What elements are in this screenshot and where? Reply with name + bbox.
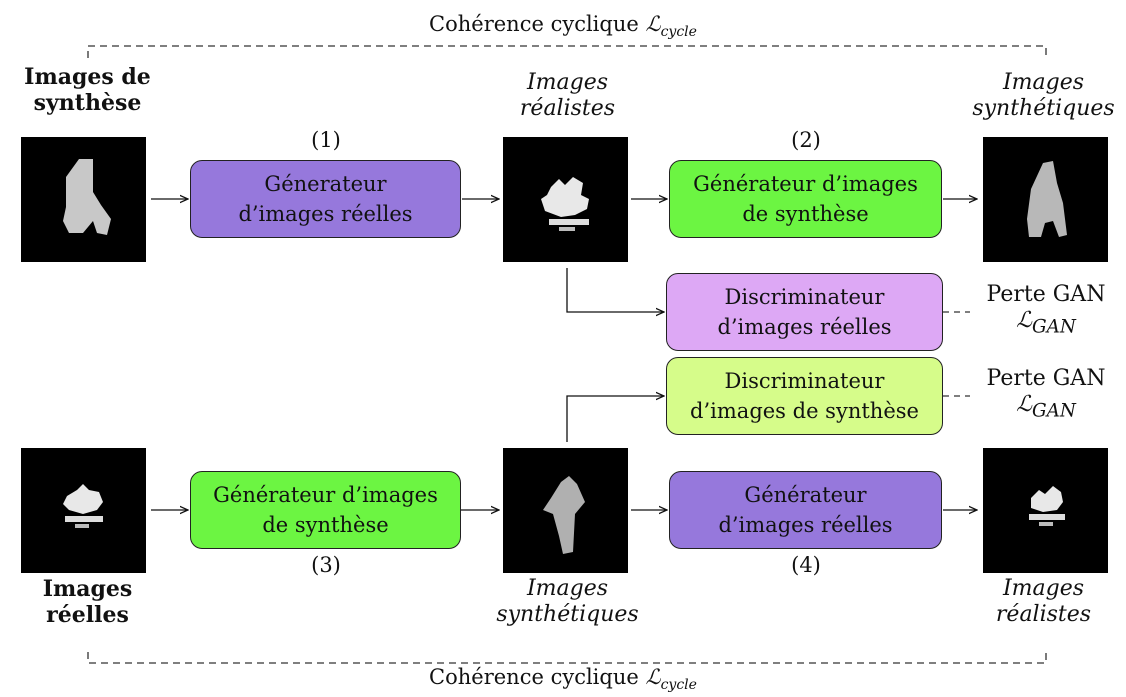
step-3: (3) bbox=[311, 553, 341, 577]
image-synthetic-reconstruction bbox=[983, 137, 1108, 262]
label-synthetic-bottom-line1: Images bbox=[526, 576, 609, 601]
cycle-label-bottom: Cohérence cyclique ℒcycle bbox=[0, 665, 1126, 693]
gan-loss-1-text: Perte GAN bbox=[986, 282, 1106, 307]
cycle-bracket-bottom bbox=[87, 652, 1047, 664]
label-synthetic-top-right: Images synthétiques bbox=[961, 70, 1126, 123]
generator-synth-box-3-line2: de synthèse bbox=[262, 513, 389, 537]
label-synthetic-bottom-line2: synthétiques bbox=[496, 602, 639, 628]
image-real-input bbox=[21, 448, 146, 573]
discriminator-synth-box: Discriminateur d’images de synthèse bbox=[666, 357, 943, 435]
image-synth-input bbox=[21, 137, 146, 262]
cycle-label-top: Cohérence cyclique ℒcycle bbox=[0, 12, 1126, 40]
gan-loss-2-symbol: ℒ bbox=[1016, 392, 1032, 418]
image-realistic-reconstruction bbox=[983, 448, 1108, 573]
step-1: (1) bbox=[311, 128, 341, 152]
label-realistic-bottom-right-line1: Images bbox=[1002, 576, 1085, 601]
arrow-synthetic-to-disc-synth bbox=[566, 396, 664, 442]
generator-real-box-4-line1: Générateur bbox=[744, 482, 867, 507]
generator-real-box-4-line2: d’images réelles bbox=[718, 513, 893, 537]
label-synthetic-bottom: Images synthétiques bbox=[485, 576, 650, 629]
gan-loss-2-subscript: GAN bbox=[1031, 400, 1076, 422]
gan-loss-2-text: Perte GAN bbox=[986, 366, 1106, 391]
arrow-realistic-to-disc-real bbox=[566, 268, 664, 312]
label-synth-images-line2: synthèse bbox=[33, 90, 142, 117]
cycle-label-top-symbol: ℒ bbox=[645, 12, 661, 36]
cycle-label-top-text: Cohérence cyclique bbox=[429, 12, 646, 36]
image-synthetic-output bbox=[503, 448, 628, 573]
label-realistic-top-line1: Images bbox=[526, 70, 609, 95]
gan-loss-1-symbol: ℒ bbox=[1016, 308, 1032, 334]
generator-real-box-1-line1: Génerateur bbox=[264, 171, 387, 196]
generator-synth-box-3: Générateur d’images de synthèse bbox=[190, 471, 461, 549]
label-real-images-line2: réelles bbox=[46, 602, 129, 629]
label-realistic-bottom-right: Images réalistes bbox=[961, 576, 1126, 629]
label-synthetic-top-right-line1: Images bbox=[1002, 70, 1085, 95]
label-real-images: Images réelles bbox=[0, 576, 175, 629]
label-synth-images-line1: Images de bbox=[24, 64, 151, 90]
generator-synth-box-3-line1: Générateur d’images bbox=[213, 482, 438, 507]
step-2: (2) bbox=[791, 128, 821, 152]
step-4: (4) bbox=[791, 553, 821, 577]
gan-loss-label-2: Perte GAN ℒGAN bbox=[966, 366, 1126, 423]
label-synthetic-top-right-line2: synthétiques bbox=[972, 96, 1115, 122]
generator-synth-box-2-line1: Générateur d’images bbox=[693, 171, 918, 196]
discriminator-real-box-line1: Discriminateur bbox=[724, 284, 885, 309]
cycle-label-bottom-symbol: ℒ bbox=[645, 665, 661, 689]
generator-real-box-4: Générateur d’images réelles bbox=[669, 471, 942, 549]
label-synth-images: Images de synthèse bbox=[0, 64, 175, 117]
cycle-label-bottom-subscript: cycle bbox=[660, 677, 697, 694]
generator-synth-box-2-line2: de synthèse bbox=[742, 202, 869, 226]
cycle-label-bottom-text: Cohérence cyclique bbox=[429, 665, 646, 689]
generator-synth-box-2: Générateur d’images de synthèse bbox=[669, 160, 942, 238]
cycle-label-top-subscript: cycle bbox=[660, 24, 697, 41]
discriminator-synth-box-line2: d’images de synthèse bbox=[690, 399, 919, 423]
generator-real-box-1-line2: d’images réelles bbox=[238, 202, 413, 226]
label-realistic-top-line2: réalistes bbox=[519, 96, 616, 122]
discriminator-synth-box-line1: Discriminateur bbox=[724, 368, 885, 393]
discriminator-real-box-line2: d’images réelles bbox=[717, 315, 892, 339]
label-realistic-bottom-right-line2: réalistes bbox=[995, 602, 1092, 628]
gan-loss-label-1: Perte GAN ℒGAN bbox=[966, 282, 1126, 339]
label-real-images-line1: Images bbox=[42, 576, 133, 602]
generator-real-box-1: Génerateur d’images réelles bbox=[190, 160, 461, 238]
image-realistic-output bbox=[503, 137, 628, 262]
gan-loss-1-subscript: GAN bbox=[1031, 316, 1076, 338]
label-realistic-top: Images réalistes bbox=[485, 70, 650, 123]
cycle-bracket-top bbox=[87, 45, 1047, 58]
discriminator-real-box: Discriminateur d’images réelles bbox=[666, 273, 943, 351]
